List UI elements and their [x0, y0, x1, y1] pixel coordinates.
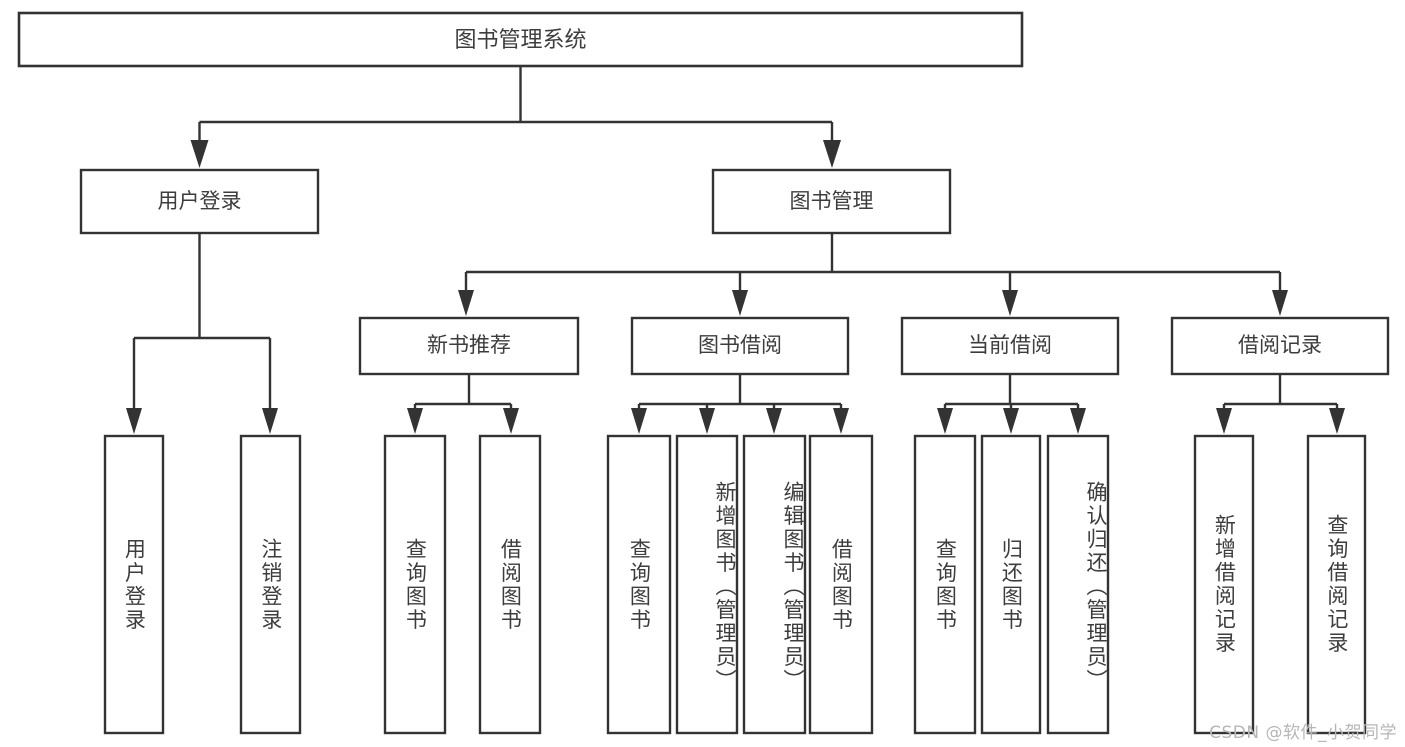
leaf-box-borrow-book-1[interactable] — [478, 434, 542, 735]
leaf-box-query-book-3[interactable] — [913, 434, 977, 735]
node-level3-current-borrow[interactable]: 当前借阅 — [900, 316, 1120, 376]
connector-root-to-level2 — [190, 66, 841, 168]
connector-newbook-to-leaves — [407, 374, 519, 434]
node-root-label: 图书管理系统 — [454, 28, 586, 53]
connector-bookmgmt-to-level3 — [458, 233, 1288, 316]
node-level3-new-book-recommend[interactable]: 新书推荐 — [358, 316, 580, 376]
leaf-box-logout[interactable] — [239, 434, 302, 735]
node-level2-book-management[interactable]: 图书管理 — [711, 168, 952, 235]
node-level3-borrow-records[interactable]: 借阅记录 — [1170, 316, 1390, 376]
leaf-box-query-book-2[interactable] — [606, 434, 672, 735]
leaf-box-query-record[interactable] — [1306, 434, 1367, 735]
node-root[interactable]: 图书管理系统 — [17, 11, 1024, 68]
connector-borrow-to-leaves — [631, 374, 849, 434]
node-level3-new-book-recommend-label: 新书推荐 — [427, 333, 511, 357]
leaf-box-query-book-1[interactable] — [383, 434, 447, 735]
node-level2-user-login[interactable]: 用户登录 — [79, 168, 320, 235]
node-level3-book-borrow[interactable]: 图书借阅 — [630, 316, 850, 376]
node-level3-book-borrow-label: 图书借阅 — [698, 333, 782, 357]
leaf-boxes — [103, 434, 1367, 735]
connector-userlogin-to-leaves — [126, 233, 278, 434]
leaf-box-add-record[interactable] — [1193, 434, 1255, 735]
leaf-box-add-book-admin[interactable] — [675, 434, 739, 735]
leaf-box-return-book[interactable] — [980, 434, 1042, 735]
leaf-box-borrow-book-2[interactable] — [808, 434, 874, 735]
connector-records-to-leaves — [1216, 374, 1345, 434]
node-level2-user-login-label: 用户登录 — [158, 189, 242, 213]
node-level3-current-borrow-label: 当前借阅 — [968, 333, 1052, 357]
leaf-box-user-login[interactable] — [103, 434, 165, 735]
connector-current-to-leaves — [937, 374, 1086, 434]
csdn-watermark: CSDN @软件_小贺同学 — [1209, 723, 1397, 743]
node-level2-book-management-label: 图书管理 — [790, 189, 874, 213]
leaf-box-confirm-return[interactable] — [1046, 434, 1110, 735]
node-level3-borrow-records-label: 借阅记录 — [1238, 333, 1322, 357]
leaf-box-edit-book-admin[interactable] — [742, 434, 807, 735]
